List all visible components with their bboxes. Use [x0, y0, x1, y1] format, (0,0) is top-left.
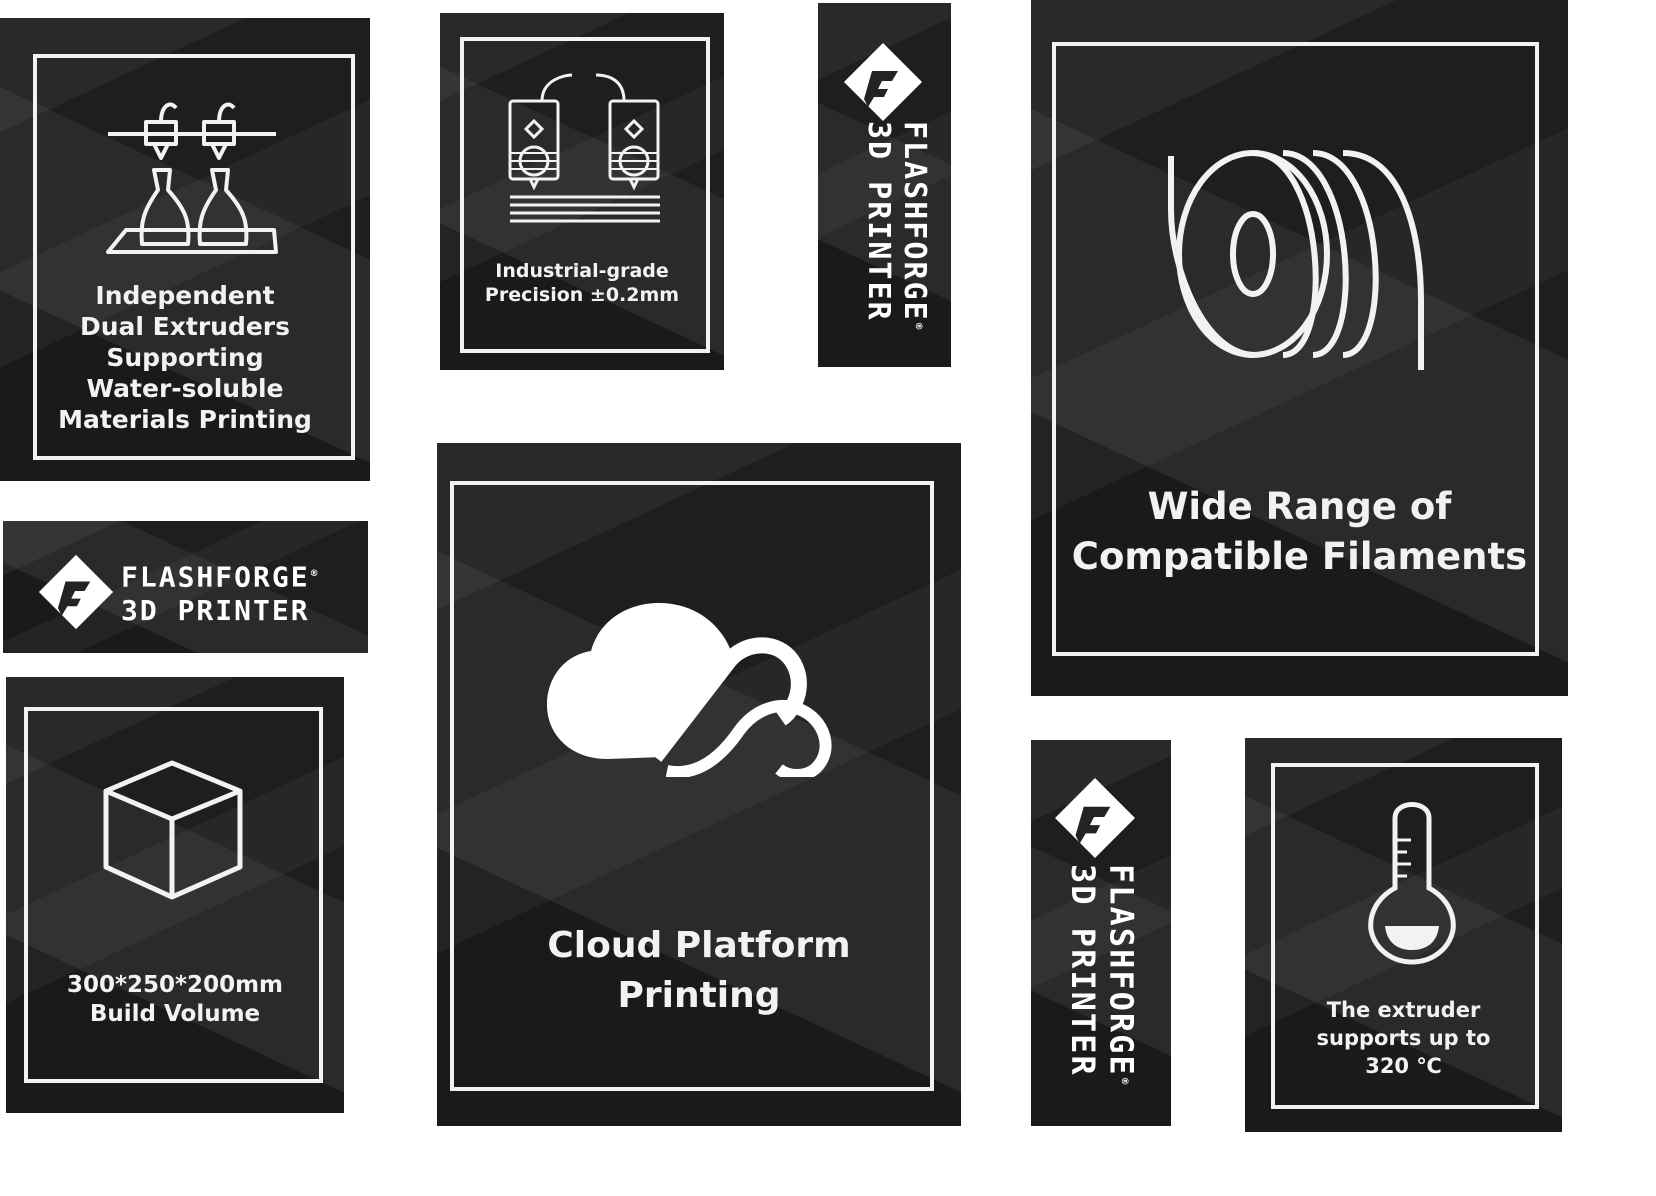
card-frame — [450, 481, 934, 1091]
card-frame — [24, 707, 323, 1083]
card-build-volume: 300*250*200mm Build Volume — [6, 677, 344, 1113]
brand-name: FLASHFORGE — [897, 121, 932, 322]
filament-spool-icon — [1168, 150, 1424, 370]
card-frame — [33, 54, 355, 460]
card-dual-extruders: Independent Dual Extruders Supporting Wa… — [0, 18, 370, 481]
brand-name: FLASHFORGE — [1102, 864, 1141, 1077]
registered-mark: ® — [309, 569, 321, 579]
card-cloud: Cloud Platform Printing — [437, 443, 961, 1126]
registered-mark: ® — [1119, 1076, 1129, 1088]
flashforge-logo-icon — [844, 43, 922, 121]
thermometer-icon — [1368, 802, 1456, 965]
card-temperature: The extruder supports up to 320 ℃ — [1245, 738, 1562, 1132]
dual-extruder-vases-icon — [106, 102, 278, 254]
brand-name: FLASHFORGE — [121, 560, 310, 594]
brand-text-vertical: FLASHFORGE® 3D PRINTER — [860, 121, 936, 333]
brand-banner-horizontal: FLASHFORGE® 3D PRINTER — [3, 521, 368, 653]
cloud-icon — [547, 603, 832, 777]
brand-banner-vertical-bottom: FLASHFORGE® 3D PRINTER — [1031, 740, 1171, 1126]
brand-subtitle: 3D PRINTER — [1064, 864, 1103, 1077]
card-dual-extruders-text: Independent Dual Extruders Supporting Wa… — [58, 281, 312, 434]
brand-subtitle: 3D PRINTER — [121, 594, 310, 628]
card-build-volume-text: 300*250*200mm Build Volume — [66, 972, 284, 1027]
card-frame — [460, 37, 710, 353]
card-temperature-text: The extruder supports up to 320 ℃ — [1316, 998, 1491, 1078]
brand-banner-vertical-top: FLASHFORGE® 3D PRINTER — [818, 3, 951, 367]
card-frame — [1052, 42, 1539, 656]
card-cloud-text: Cloud Platform Printing — [547, 925, 851, 1016]
card-precision-text: Industrial-grade Precision ±0.2mm — [484, 260, 680, 306]
card-filaments: Wide Range of Compatible Filaments — [1031, 0, 1568, 696]
card-precision: Industrial-grade Precision ±0.2mm — [440, 13, 724, 370]
card-filaments-text: Wide Range of Compatible Filaments — [1071, 485, 1528, 578]
flashforge-logo-icon — [38, 554, 114, 630]
cube-icon — [103, 760, 243, 900]
brand-text-vertical: FLASHFORGE® 3D PRINTER — [1064, 864, 1143, 1088]
brand-subtitle: 3D PRINTER — [861, 121, 896, 322]
flashforge-logo-icon — [1055, 778, 1135, 858]
brand-text-horizontal: FLASHFORGE® 3D PRINTER — [121, 557, 321, 628]
registered-mark: ® — [913, 321, 923, 333]
twin-extruder-layers-icon — [508, 73, 660, 223]
card-frame — [1271, 763, 1539, 1109]
